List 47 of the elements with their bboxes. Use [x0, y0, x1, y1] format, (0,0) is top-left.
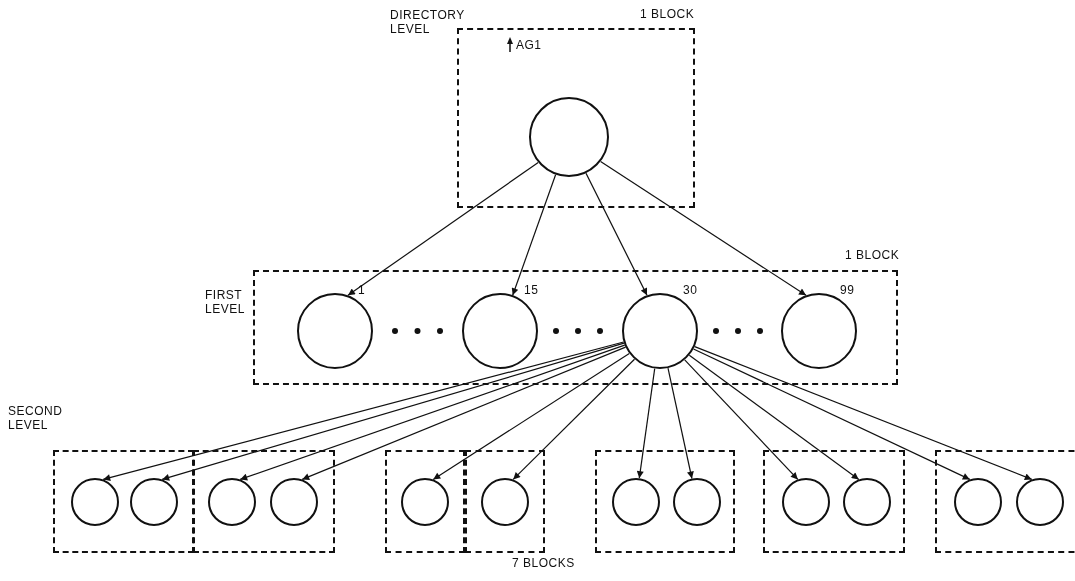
- circle-node: [673, 478, 721, 526]
- dashed-block-frame: [595, 450, 735, 553]
- circle-node: [130, 478, 178, 526]
- circle-node: [782, 478, 830, 526]
- node-number: 99: [840, 283, 855, 297]
- arrow: [600, 160, 807, 296]
- arrow: [688, 354, 860, 480]
- circle-node: [71, 478, 119, 526]
- circle-node: [481, 478, 529, 526]
- arrow: [301, 346, 627, 480]
- circle-node: [622, 293, 698, 369]
- block-count-label: 1 BLOCK: [640, 7, 695, 21]
- block-count-label: 7 BLOCKS: [512, 556, 576, 570]
- circle-node: [401, 478, 449, 526]
- arrow: [585, 172, 648, 296]
- dashed-block-frame: [53, 450, 194, 553]
- level-label: SECOND LEVEL: [8, 404, 64, 432]
- arrow: [692, 348, 971, 480]
- circle-node: [208, 478, 256, 526]
- arrow: [636, 368, 656, 479]
- arrow: [239, 344, 626, 481]
- arrow: [684, 359, 799, 480]
- circle-node: [843, 478, 891, 526]
- circle-node: [612, 478, 660, 526]
- arrow: [511, 174, 557, 296]
- dashed-block-frame: [253, 270, 898, 385]
- dashed-block-frame: [385, 450, 465, 553]
- arrow: [347, 161, 539, 296]
- dashed-block-frame: [935, 450, 1075, 553]
- dashed-block-frame: [465, 450, 545, 553]
- node-number: AG1: [516, 38, 542, 52]
- circle-node: [1016, 478, 1064, 526]
- circle-node: [270, 478, 318, 526]
- node-number: 15: [524, 283, 539, 297]
- arrow: [432, 352, 630, 480]
- node-number: 30: [683, 283, 698, 297]
- level-label: FIRST LEVEL: [205, 288, 246, 316]
- arrow: [694, 346, 1033, 481]
- circle-node: [954, 478, 1002, 526]
- level-label: DIRECTORY LEVEL: [390, 8, 462, 36]
- dashed-block-frame: [457, 28, 695, 208]
- block-count-label: 1 BLOCK: [845, 248, 900, 262]
- arrow: [512, 358, 636, 480]
- dashed-block-frame: [763, 450, 905, 553]
- node-number: 1: [358, 283, 366, 297]
- dashed-block-frame: [193, 450, 335, 553]
- arrow: [667, 367, 694, 480]
